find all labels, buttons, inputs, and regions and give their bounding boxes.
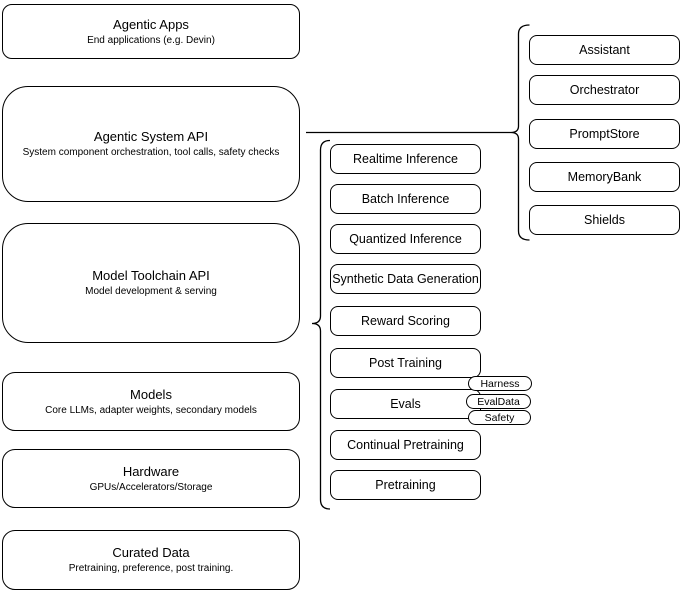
- component-box-promptstore: PromptStore: [529, 119, 680, 149]
- component-box-assistant: Assistant: [529, 35, 680, 65]
- node-hardware: Hardware GPUs/Accelerators/Storage: [2, 449, 300, 508]
- service-box-quantized-inference: Quantized Inference: [330, 224, 481, 254]
- node-subtitle: Pretraining, preference, post training.: [68, 563, 234, 574]
- node-subtitle: GPUs/Accelerators/Storage: [89, 481, 213, 493]
- node-subtitle: End applications (e.g. Devin): [87, 34, 215, 46]
- node-agentic-apps: Agentic Apps End applications (e.g. Devi…: [2, 4, 300, 59]
- pill-harness: Harness: [468, 376, 532, 391]
- node-agentic-system-api: Agentic System API System component orch…: [2, 86, 300, 202]
- node-subtitle: Core LLMs, adapter weights, secondary mo…: [45, 404, 257, 416]
- service-box-continual-pretraining: Continual Pretraining: [330, 430, 481, 460]
- node-title: Agentic System API: [93, 129, 209, 144]
- service-box-post-training: Post Training: [330, 348, 481, 378]
- component-box-shields: Shields: [529, 205, 680, 235]
- node-models: Models Core LLMs, adapter weights, secon…: [2, 372, 300, 431]
- pill-safety: Safety: [468, 410, 531, 425]
- component-box-memorybank: MemoryBank: [529, 162, 680, 192]
- component-box-orchestrator: Orchestrator: [529, 75, 680, 105]
- toolchain-services-brace: [311, 139, 331, 510]
- service-box-reward-scoring: Reward Scoring: [330, 306, 481, 336]
- node-title: Model Toolchain API: [92, 268, 210, 283]
- system-components-brace: [510, 24, 530, 241]
- node-title: Curated Data: [112, 545, 190, 560]
- pill-evaldata: EvalData: [466, 394, 531, 409]
- service-box-evals: Evals: [330, 389, 481, 419]
- node-subtitle: Model development & serving: [85, 286, 217, 297]
- node-title: Models: [130, 386, 172, 402]
- service-box-batch-inference: Batch Inference: [330, 184, 481, 214]
- node-curated-data: Curated Data Pretraining, preference, po…: [2, 530, 300, 590]
- service-box-pretraining: Pretraining: [330, 470, 481, 500]
- node-title: Agentic Apps: [113, 16, 189, 32]
- node-model-toolchain-api: Model Toolchain API Model development & …: [2, 223, 300, 343]
- node-subtitle: System component orchestration, tool cal…: [22, 147, 280, 158]
- service-box-realtime-inference: Realtime Inference: [330, 144, 481, 174]
- service-box-synthetic-data-generation: Synthetic Data Generation: [330, 264, 481, 294]
- node-title: Hardware: [122, 463, 180, 479]
